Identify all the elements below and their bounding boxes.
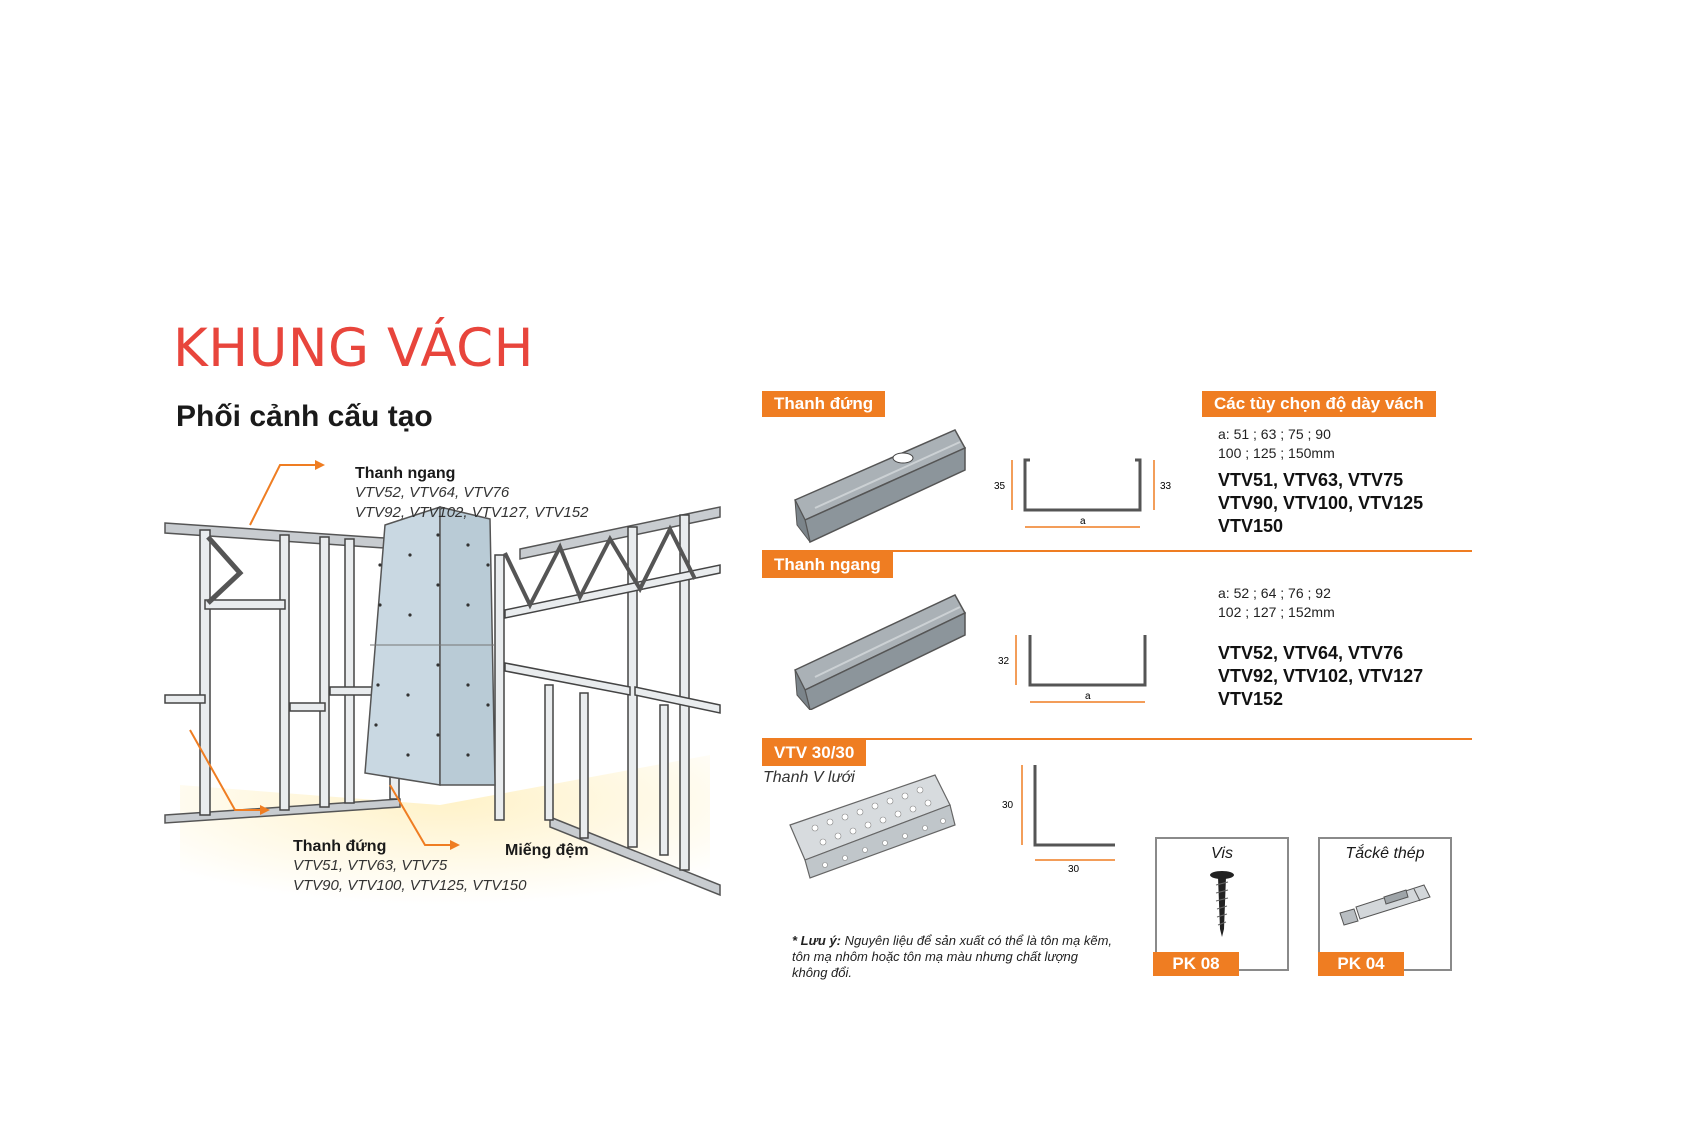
stud-a-values-2: 100 ; 125 ; 150mm bbox=[1218, 445, 1335, 461]
track-profile-illustration bbox=[793, 594, 967, 710]
angle-section-drawing: 30 30 bbox=[1002, 765, 1115, 875]
screw-icon bbox=[1210, 871, 1234, 937]
angle-tag: VTV 30/30 bbox=[762, 740, 867, 766]
track-codes-b: VTV92, VTV102, VTV127 bbox=[1218, 666, 1424, 686]
angle-dim-bottom: 30 bbox=[1068, 864, 1080, 875]
stud-name: Thanh đứng bbox=[293, 838, 387, 855]
accessory-screw-code: PK 08 bbox=[1153, 952, 1239, 976]
accessory-card-screw: Vis bbox=[1155, 837, 1289, 971]
spacer-callout: Miếng đệm bbox=[505, 842, 589, 859]
track-dim-bottom: a bbox=[1085, 691, 1091, 702]
page-title: KHUNG VÁCH bbox=[173, 318, 535, 379]
track-dim-left: 32 bbox=[998, 656, 1010, 667]
wall-frame-perspective-illustration bbox=[164, 460, 721, 905]
stud-codes-2: VTV90, VTV100, VTV125, VTV150 bbox=[293, 877, 527, 894]
note-line-2: tôn mạ nhôm hoặc tôn mạ màu nhưng chất l… bbox=[792, 949, 1078, 964]
accessory-anchor-name: Tắckê thép bbox=[1345, 845, 1425, 862]
top-rail-callout: Thanh ngang VTV52, VTV64, VTV76 VTV92, V… bbox=[355, 465, 588, 523]
stud-dim-bottom: a bbox=[1080, 516, 1086, 527]
stud-dim-right: 33 bbox=[1160, 481, 1172, 492]
anchor-bolt-icon bbox=[1339, 884, 1431, 926]
stud-codes-1: VTV51, VTV63, VTV75 bbox=[293, 857, 448, 874]
track-codes-a: VTV52, VTV64, VTV76 bbox=[1218, 643, 1404, 663]
accessory-card-anchor: Tắckê thép bbox=[1318, 837, 1452, 971]
page-subtitle: Phối cảnh cấu tạo bbox=[176, 400, 433, 433]
stud-profile-illustration bbox=[793, 429, 967, 544]
angle-dim-left: 30 bbox=[1002, 800, 1014, 811]
note-line-3: không đổi. bbox=[792, 965, 852, 980]
thickness-options-tag: Các tùy chọn độ dày vách bbox=[1202, 391, 1436, 417]
track-a-values-1: a: 52 ; 64 ; 76 ; 92 bbox=[1218, 585, 1331, 601]
top-rail-codes-2: VTV92, VTV102, VTV127, VTV152 bbox=[355, 504, 589, 521]
accessory-screw-name: Vis bbox=[1211, 845, 1233, 862]
track-tag: Thanh ngang bbox=[762, 552, 893, 578]
stud-codes-c: VTV150 bbox=[1218, 516, 1284, 536]
stud-codes-b: VTV90, VTV100, VTV125 bbox=[1218, 493, 1424, 513]
track-a-values-2: 102 ; 127 ; 152mm bbox=[1218, 604, 1335, 620]
note-lead: * Lưu ý: bbox=[792, 933, 842, 948]
divider-2 bbox=[762, 738, 1472, 740]
note-line-1: Nguyên liệu để sản xuất có thể là tôn mạ… bbox=[841, 933, 1113, 948]
angle-mesh-illustration bbox=[789, 774, 956, 879]
angle-name: Thanh V lưới bbox=[763, 769, 855, 786]
divider-1 bbox=[762, 550, 1472, 552]
track-codes-c: VTV152 bbox=[1218, 689, 1284, 709]
stud-section-drawing: 35 33 a bbox=[994, 458, 1172, 528]
material-note: * Lưu ý: Nguyên liệu để sản xuất có thể … bbox=[792, 933, 1142, 981]
accessory-anchor-code: PK 04 bbox=[1318, 952, 1404, 976]
top-rail-codes-1: VTV52, VTV64, VTV76 bbox=[355, 484, 510, 501]
stud-callout: Thanh đứng VTV51, VTV63, VTV75 VTV90, VT… bbox=[293, 838, 526, 896]
stud-a-values-1: a: 51 ; 63 ; 75 ; 90 bbox=[1218, 426, 1331, 442]
stud-tag: Thanh đứng bbox=[762, 391, 886, 417]
stud-codes-a: VTV51, VTV63, VTV75 bbox=[1218, 470, 1404, 490]
top-rail-name: Thanh ngang bbox=[355, 465, 456, 482]
track-spec: a: 52 ; 64 ; 76 ; 92 102 ; 127 ; 152mm V… bbox=[1218, 584, 1423, 711]
stud-dim-left: 35 bbox=[994, 481, 1006, 492]
stud-spec: a: 51 ; 63 ; 75 ; 90 100 ; 125 ; 150mm V… bbox=[1218, 425, 1423, 538]
track-section-drawing: 32 a bbox=[998, 635, 1147, 703]
